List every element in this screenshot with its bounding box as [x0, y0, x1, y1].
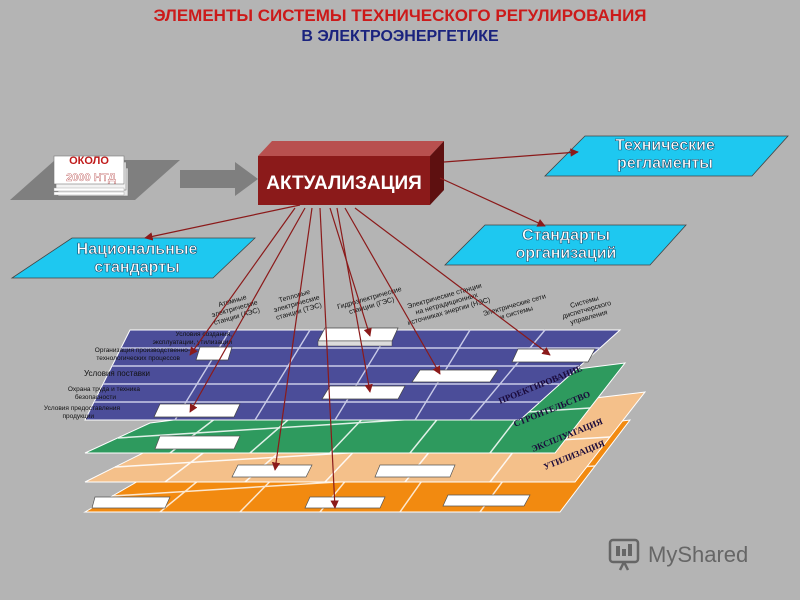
ntd-block: ОКОЛО 2000 НТД: [10, 155, 258, 200]
box-national-standards: Национальные стандарты: [10, 237, 256, 279]
organizations-line-2: организаций: [516, 245, 617, 262]
ntd-line-1: ОКОЛО: [69, 155, 109, 167]
actualization-box: АКТУАЛИЗАЦИЯ: [258, 141, 444, 205]
title-line-2: В ЭЛЕКТРОЭНЕРГЕТИКЕ: [301, 28, 499, 45]
row-label-4b: безопасности: [75, 393, 116, 401]
row-label-5b: продукции: [63, 413, 95, 420]
row-labels: Условия создания, эксплуатации, утилизац…: [44, 331, 232, 420]
actualization-label: АКТУАЛИЗАЦИЯ: [266, 173, 422, 194]
national-line-2: стандарты: [94, 259, 179, 276]
row-label-4a: Охрана труда и техника: [68, 386, 141, 393]
arrow-right-icon: [235, 162, 258, 196]
row-label-2b: технологических процессов: [96, 355, 180, 362]
document-stack-icon: [53, 155, 129, 197]
column-labels: Атомные электрические станции (АЭС) Тепл…: [211, 283, 612, 328]
box-organization-standards: Стандарты организаций: [444, 224, 687, 266]
row-label-1b: эксплуатации, утилизации: [153, 339, 233, 346]
national-line-1: Национальные: [77, 241, 198, 258]
arrows: [144, 148, 579, 509]
watermark-text: MyShared: [648, 542, 748, 567]
title-line-1: ЭЛЕМЕНТЫ СИСТЕМЫ ТЕХНИЧЕСКОГО РЕГУЛИРОВА…: [153, 6, 647, 25]
organizations-line-1: Стандарты: [522, 227, 610, 244]
row-label-2a: Организация производственно-: [95, 347, 190, 354]
regulations-line-2: регламенты: [617, 155, 713, 172]
box-technical-regulations: Технические регламенты: [544, 135, 789, 177]
row-label-5a: Условия предоставления: [44, 405, 121, 412]
watermark: MyShared: [608, 538, 748, 571]
ntd-line-2: 2000 НТД: [66, 172, 116, 184]
grid-main: [84, 327, 622, 421]
regulations-line-1: Технические: [615, 137, 715, 154]
row-label-1a: Условия создания,: [176, 331, 233, 338]
presentation-icon: [608, 538, 640, 571]
row-label-3: Условия поставки: [84, 369, 150, 378]
